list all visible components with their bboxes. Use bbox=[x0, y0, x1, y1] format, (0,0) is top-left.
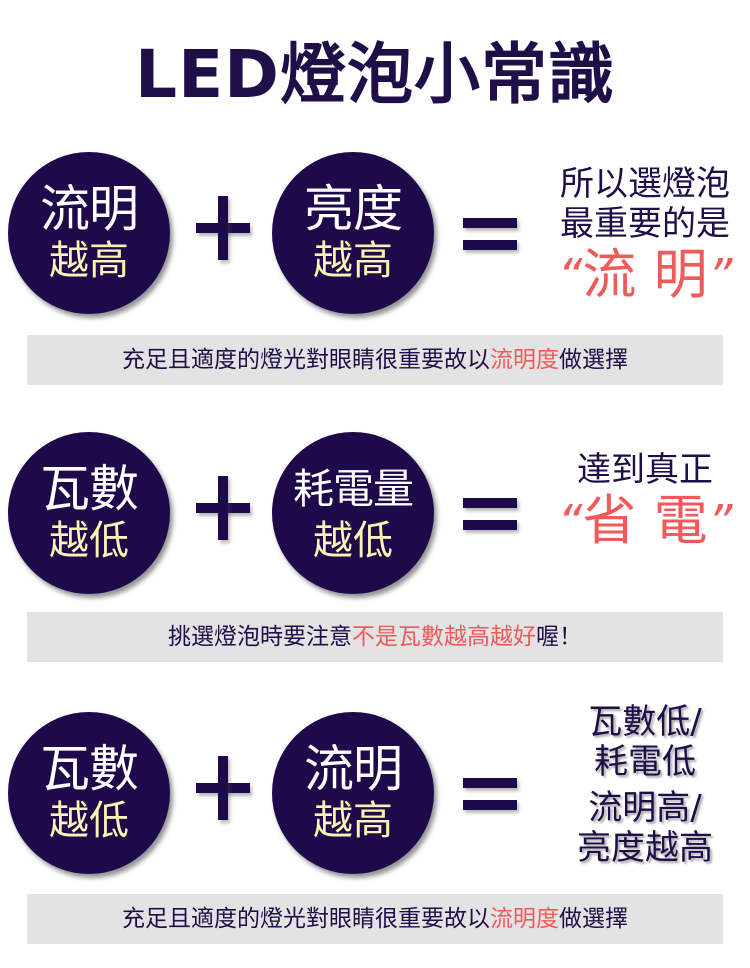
banner-highlight: 不是瓦數越高越好 bbox=[352, 624, 536, 650]
circle-power-usage-lower: 耗電量 越低 bbox=[272, 432, 434, 594]
circle-top-label: 瓦數 bbox=[40, 460, 139, 518]
page-title: LED燈泡小常識 bbox=[135, 36, 615, 113]
equals-icon bbox=[463, 214, 519, 254]
banner-highlight: 流明度 bbox=[490, 906, 559, 932]
plus-icon bbox=[196, 476, 256, 542]
tip-banner: 挑選燈泡時要注意不是瓦數越高越好喔！ bbox=[27, 612, 723, 662]
circle-wattage-lower: 瓦數 越低 bbox=[8, 712, 170, 874]
equals-icon bbox=[463, 494, 519, 534]
circle-top-label: 瓦數 bbox=[40, 740, 139, 798]
circle-bottom-label: 越低 bbox=[313, 518, 393, 564]
result-line: 耗電低 bbox=[594, 742, 696, 782]
result-line: 達到真正 bbox=[577, 450, 713, 490]
circle-bottom-label: 越高 bbox=[313, 238, 393, 284]
circle-lumens-higher: 流明 越高 bbox=[272, 712, 434, 874]
result-line: 流明高/ bbox=[588, 788, 702, 828]
result-line: 所以選燈泡 bbox=[560, 164, 730, 204]
tip-banner: 充足且適度的燈光對眼睛很重要故以流明度做選擇 bbox=[27, 894, 723, 944]
result-line: 瓦數低/ bbox=[588, 702, 702, 742]
equals-icon bbox=[463, 774, 519, 814]
plus-icon bbox=[196, 196, 256, 262]
circle-wattage-lower: 瓦數 越低 bbox=[8, 432, 170, 594]
equation-row-summary: 瓦數 越低 流明 越高 瓦數低/ 耗電低 流明高/ 亮度越高 bbox=[0, 702, 750, 882]
result-line: 最重要的是 bbox=[560, 204, 730, 244]
result-text: 所以選燈泡 最重要的是 “流 明” bbox=[540, 164, 750, 308]
circle-bottom-label: 越高 bbox=[49, 238, 129, 284]
circle-bottom-label: 越低 bbox=[49, 798, 129, 844]
result-line: 亮度越高 bbox=[577, 828, 713, 868]
result-emphasis: “省 電” bbox=[557, 489, 733, 552]
circle-top-label: 亮度 bbox=[304, 180, 403, 238]
equation-row-wattage: 瓦數 越低 耗電量 越低 達到真正 “省 電” bbox=[0, 432, 750, 602]
banner-highlight: 流明度 bbox=[490, 347, 559, 373]
circle-top-label: 流明 bbox=[304, 740, 403, 798]
result-text: 瓦數低/ 耗電低 流明高/ 亮度越高 bbox=[540, 702, 750, 868]
result-emphasis: “流 明” bbox=[557, 243, 733, 306]
equation-row-lumens: 流明 越高 亮度 越高 所以選燈泡 最重要的是 “流 明” bbox=[0, 152, 750, 322]
circle-top-label: 耗電量 bbox=[293, 465, 414, 513]
result-text: 達到真正 “省 電” bbox=[540, 450, 750, 554]
circle-bottom-label: 越低 bbox=[49, 518, 129, 564]
circle-lumens-higher: 流明 越高 bbox=[8, 152, 170, 314]
circle-top-label: 流明 bbox=[40, 180, 139, 238]
plus-icon bbox=[196, 756, 256, 822]
tip-banner: 充足且適度的燈光對眼睛很重要故以流明度做選擇 bbox=[27, 335, 723, 385]
circle-brightness-higher: 亮度 越高 bbox=[272, 152, 434, 314]
circle-bottom-label: 越高 bbox=[313, 798, 393, 844]
